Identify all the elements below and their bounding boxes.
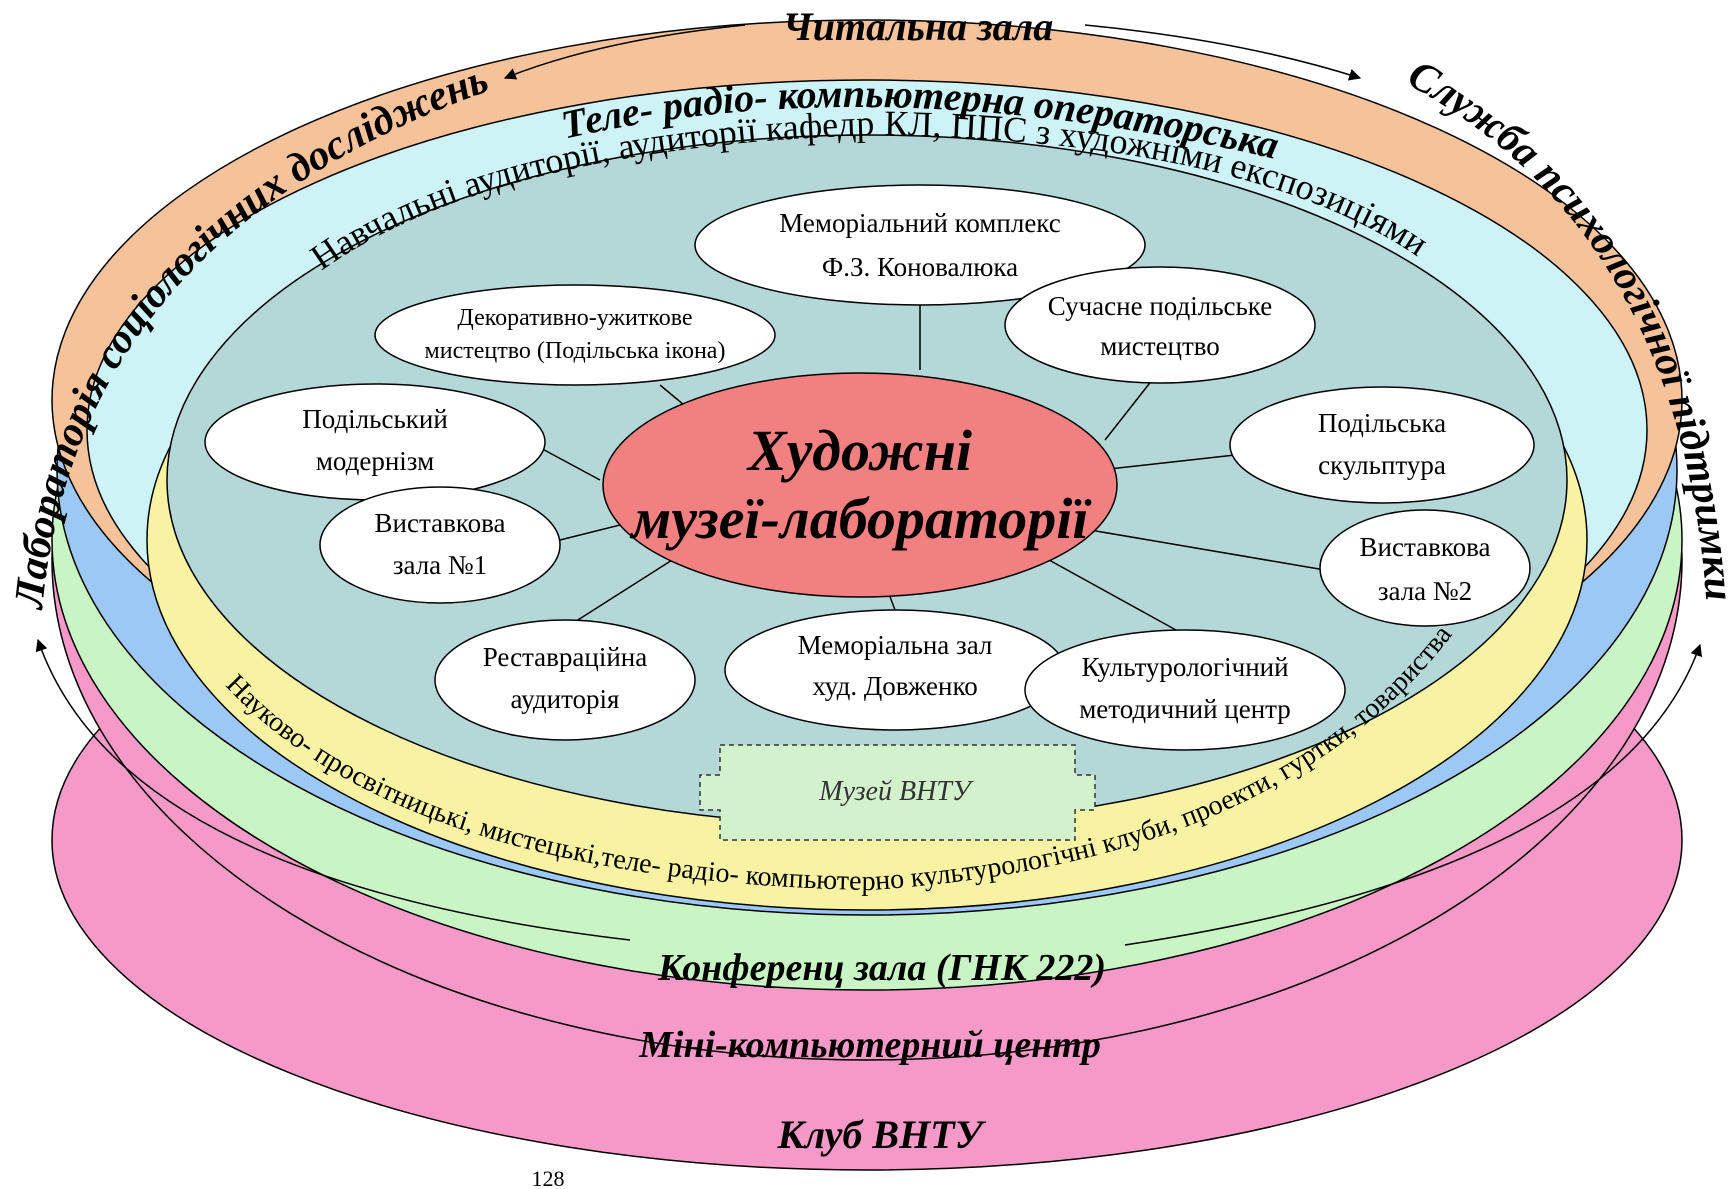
node-decorative-line1: Декоративно-ужиткове	[457, 305, 692, 331]
reading-hall-connector	[503, 24, 1362, 81]
pink-ring-label: Клуб ВНТУ	[777, 1112, 987, 1157]
node-restoration-line2: аудиторія	[511, 684, 620, 714]
node-restoration-line1: Реставраційна	[483, 642, 647, 672]
node-exhibition-2-line2: зала №2	[1378, 576, 1472, 606]
node-memorial-hall-line1: Меморіальна зал	[798, 630, 993, 660]
node-exhibition-2: Виставкова зала №2	[1319, 509, 1531, 627]
node-modernism-line1: Подільський	[302, 404, 448, 434]
node-restoration: Реставраційна аудиторія	[434, 619, 696, 741]
center-label-line1: Художні	[746, 418, 972, 483]
center-label-line2: музеї-лабораторії	[629, 486, 1092, 551]
node-memorial-hall: Меморіальна зал худ. Довженко	[724, 609, 1066, 731]
node-exhibition-1-line1: Виставкова	[375, 508, 506, 538]
node-memorial-hall-line2: худ. Довженко	[812, 671, 977, 701]
node-sculpture-line2: скульптура	[1318, 450, 1446, 480]
connector-lines	[534, 295, 1326, 636]
reading-hall-label: Читальна зала	[783, 4, 1053, 49]
node-culture-center: Культурологічний методичний центр	[1024, 629, 1346, 751]
node-sculpture-line1: Подільська	[1318, 408, 1446, 438]
node-decorative: Декоративно-ужиткове мистецтво (Подільсь…	[374, 284, 776, 386]
node-modernism: Подільський модернізм	[204, 383, 546, 501]
node-sculpture: Подільська скульптура	[1229, 386, 1535, 504]
node-culture-center-line2: методичний центр	[1079, 694, 1291, 724]
green-ring-label: Міні-компьютерний центр	[638, 1024, 1101, 1066]
node-exhibition-1-line2: зала №1	[393, 550, 487, 580]
center-node: Художні музеї-лабораторії	[602, 372, 1118, 598]
node-decorative-line2: мистецтво (Подільська ікона)	[425, 338, 726, 364]
node-exhibition-1: Виставкова зала №1	[319, 486, 561, 604]
museum-vntu-label: Музей ВНТУ	[818, 776, 974, 807]
node-modernism-line2: модернізм	[316, 446, 434, 476]
museum-vntu-box: Музей ВНТУ	[699, 744, 1096, 841]
node-modern-art-line2: мистецтво	[1100, 331, 1220, 361]
node-culture-center-line1: Культурологічний	[1081, 652, 1288, 682]
node-modern-art-line1: Сучасне подільське	[1048, 291, 1273, 321]
node-memorial-complex-line1: Меморіальний комплекс	[779, 208, 1060, 238]
node-modern-art: Сучасне подільське мистецтво	[1004, 266, 1316, 384]
node-memorial-complex-line2: Ф.З. Коновалюка	[822, 252, 1018, 282]
side-arrows	[35, 638, 1703, 946]
node-memorial-complex: Меморіальний комплекс Ф.З. Коновалюка	[694, 184, 1146, 306]
node-exhibition-2-line1: Виставкова	[1360, 532, 1491, 562]
page-number: 128	[532, 1166, 565, 1189]
blue-ring-label: Конференц зала (ГНК 222)	[657, 947, 1106, 989]
